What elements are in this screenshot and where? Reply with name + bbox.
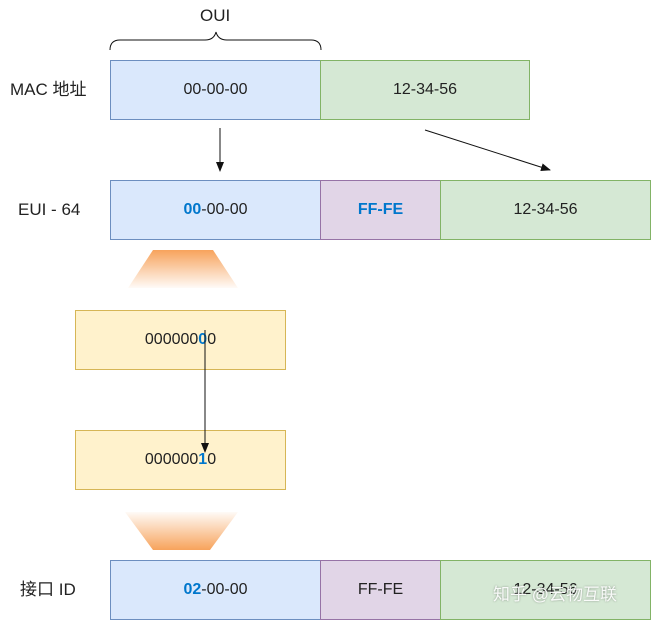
binary-before-suffix: 0 [207,331,217,348]
eui64-oui-box: 00-00-00 [110,180,321,240]
binary-after-suffix: 0 [207,451,217,468]
binary-before-prefix: 000000 [144,331,199,348]
mac-nic-text: 12-34-56 [392,81,458,98]
interface-id-row-label: 接口 ID [20,580,76,599]
eui64-fffe-box: FF-FE [320,180,441,240]
eui64-nic-text: 12-34-56 [513,201,578,218]
mac-row-label: MAC 地址 [10,80,87,99]
binary-before-text: 00000000 [145,331,216,349]
funnel-expand [128,250,238,288]
ifid-nic-text: 12-34-56 [513,581,578,598]
ifid-oui-highlight: 02 [183,581,202,598]
eui64-nic-box: 12-34-56 [440,180,651,240]
ifid-nic-box: 12-34-56 [440,560,651,620]
eui64-oui-highlight: 00 [183,201,202,218]
binary-after-box: 00000010 [75,430,286,490]
eui64-fffe-text: FF-FE [357,201,404,218]
ifid-oui-rest: -00-00 [201,581,248,598]
binary-before-bit: 0 [198,331,208,348]
oui-brace [109,31,322,51]
funnel-narrow [125,512,238,550]
mac-oui-text: 00-00-00 [183,81,248,98]
binary-after-prefix: 000000 [144,451,199,468]
eui64-oui-text: 00-00-00 [183,201,247,219]
mac-nic-box: 12-34-56 [320,60,530,120]
arrow-nic-diagonal [424,129,551,172]
eui64-row-label: EUI - 64 [18,200,81,219]
eui64-oui-rest: -00-00 [201,201,248,218]
ifid-fffe-box: FF-FE [320,560,441,620]
binary-after-text: 00000010 [145,451,216,469]
oui-label: OUI [200,6,231,25]
binary-after-bit: 1 [198,451,208,468]
watermark: 知乎 @云物互联 [493,585,617,604]
ifid-oui-text: 02-00-00 [183,581,247,599]
ifid-fffe-text: FF-FE [357,581,404,598]
binary-before-box: 00000000 [75,310,286,370]
ifid-oui-box: 02-00-00 [110,560,321,620]
